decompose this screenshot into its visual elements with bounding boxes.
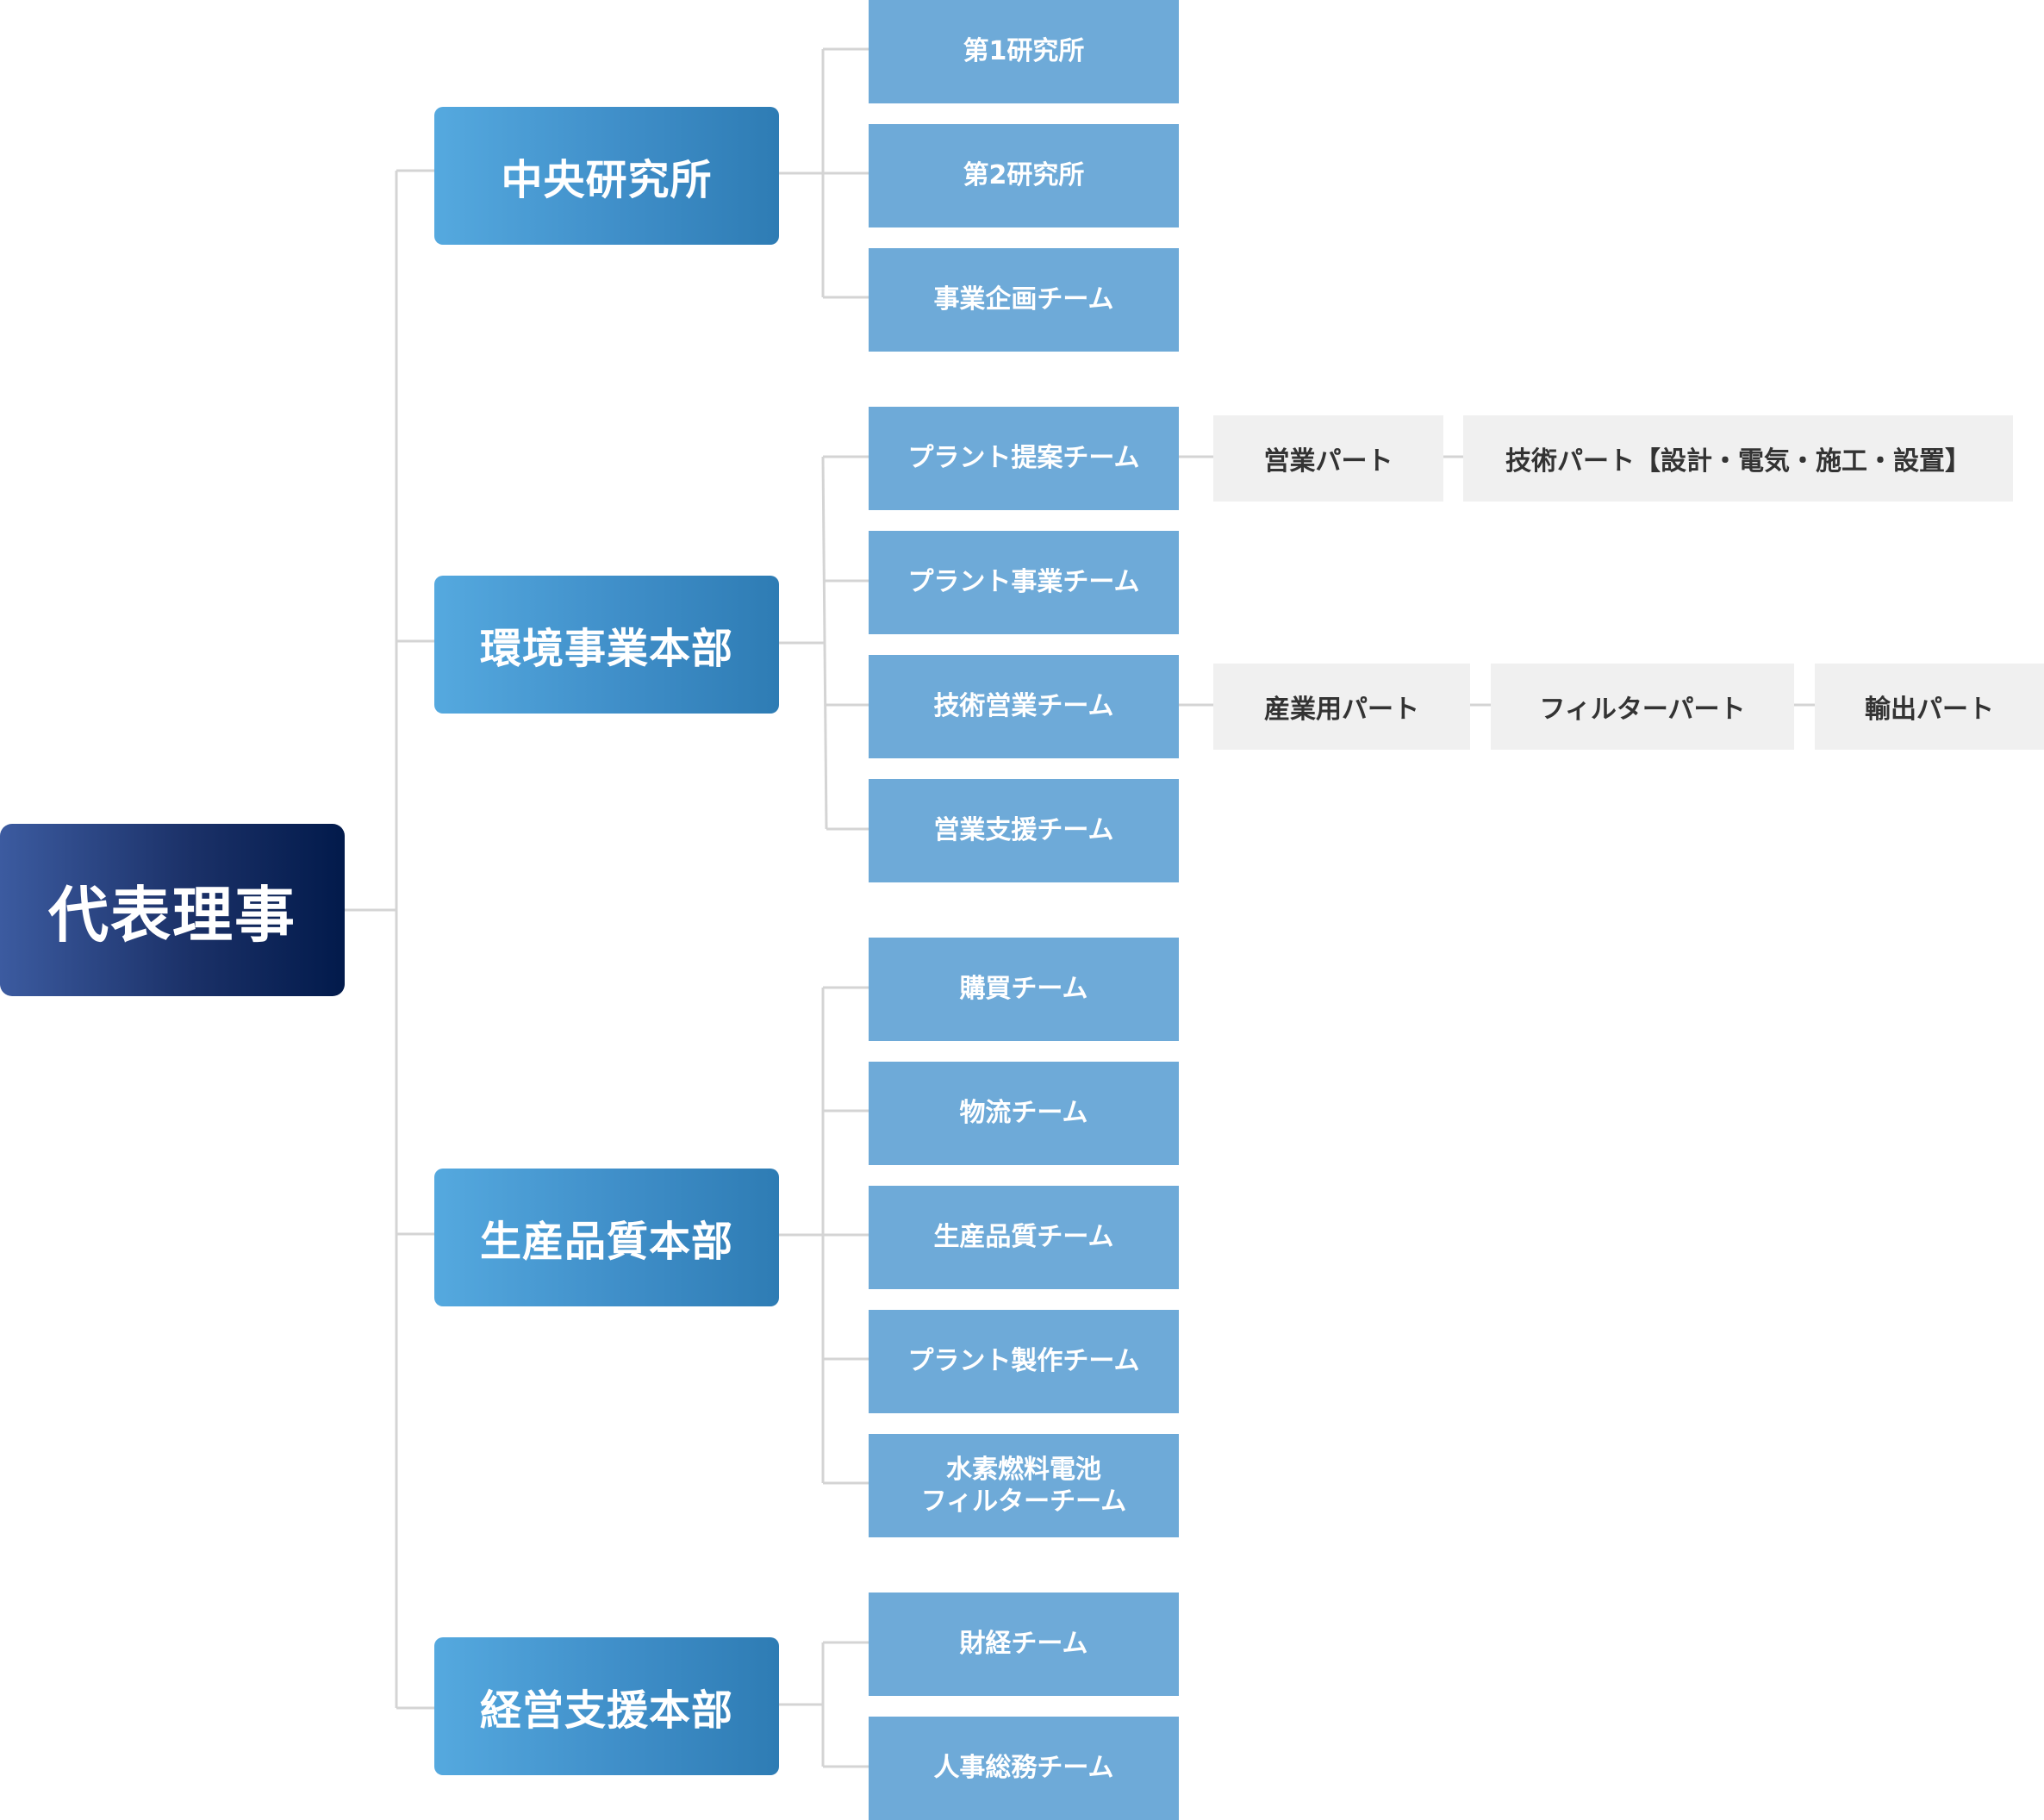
team-label: 人事総務チーム — [933, 1753, 1114, 1784]
root-label: 代表理事 — [48, 879, 296, 951]
team-box: 人事総務チーム — [869, 1717, 1179, 1820]
part-box: 技術パート【設計・電気・施工・設置】 — [1463, 415, 2013, 502]
team-box: 第2研究所 — [869, 124, 1179, 228]
team-label: プラント製作チーム — [907, 1346, 1140, 1377]
team-label: プラント事業チーム — [907, 567, 1140, 598]
team-box: 財経チーム — [869, 1592, 1179, 1696]
team-label: プラント提案チーム — [907, 443, 1140, 474]
part-box: 輸出パート — [1815, 664, 2044, 750]
team-box: 購買チーム — [869, 938, 1179, 1041]
team-label: 物流チーム — [959, 1098, 1088, 1129]
team-box: 生産品質チーム — [869, 1186, 1179, 1289]
team-box: プラント提案チーム — [869, 407, 1179, 510]
team-label: 第1研究所 — [963, 36, 1085, 67]
part-label: 産業用パート — [1264, 695, 1419, 725]
team-box: 物流チーム — [869, 1062, 1179, 1165]
division-label: 経営支援本部 — [479, 1686, 733, 1735]
root-box: 代表理事 — [0, 824, 345, 996]
team-box: 水素燃料電池 フィルターチーム — [869, 1434, 1179, 1537]
team-box: 第1研究所 — [869, 0, 1179, 103]
part-box: フィルターパート — [1491, 664, 1794, 750]
team-box: 技術営業チーム — [869, 655, 1179, 758]
team-label: 水素燃料電池 — [946, 1454, 1101, 1485]
part-label: 技術パート【設計・電気・施工・設置】 — [1505, 446, 1971, 477]
team-label: 技術営業チーム — [933, 691, 1114, 722]
team-box: 事業企画チーム — [869, 248, 1179, 352]
team-label: 生産品質チーム — [933, 1222, 1114, 1253]
team-label: 営業支援チーム — [933, 815, 1114, 846]
team-label: 購買チーム — [959, 974, 1088, 1005]
part-box: 営業パート — [1213, 415, 1443, 502]
part-box: 産業用パート — [1213, 664, 1470, 750]
team-box: プラント事業チーム — [869, 531, 1179, 634]
division-box-production-quality: 生産品質本部 — [434, 1169, 779, 1306]
team-label: 第2研究所 — [963, 160, 1085, 191]
division-label: 生産品質本部 — [479, 1218, 733, 1266]
team-box: プラント製作チーム — [869, 1310, 1179, 1413]
division-label: 中央研究所 — [501, 156, 713, 204]
division-box-research: 中央研究所 — [434, 107, 779, 245]
division-box-environment: 環境事業本部 — [434, 576, 779, 714]
division-box-management-support: 経営支援本部 — [434, 1637, 779, 1775]
team-box: 営業支援チーム — [869, 779, 1179, 882]
part-label: フィルターパート — [1539, 695, 1746, 725]
team-label: 財経チーム — [959, 1629, 1088, 1660]
team-label: 事業企画チーム — [933, 284, 1114, 315]
part-label: 営業パート — [1263, 446, 1393, 477]
team-label-line2: フィルターチーム — [920, 1487, 1127, 1517]
part-label: 輸出パート — [1865, 695, 1994, 725]
division-label: 環境事業本部 — [479, 625, 733, 673]
